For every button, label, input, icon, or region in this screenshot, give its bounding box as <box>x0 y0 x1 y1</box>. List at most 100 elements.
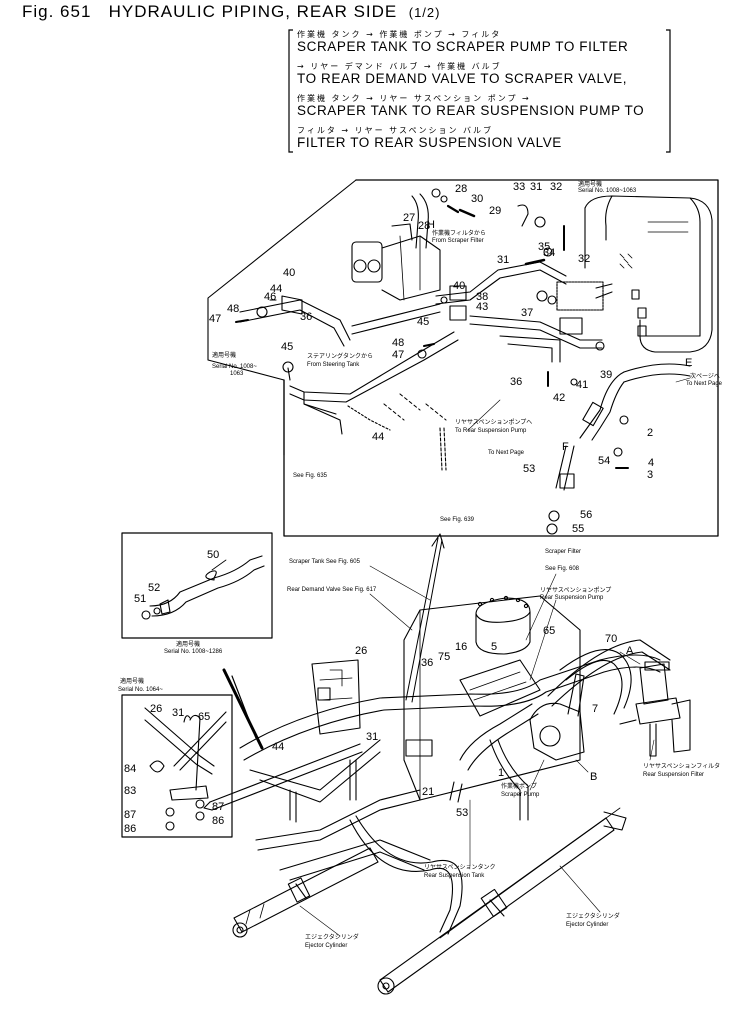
part-32a: 32 <box>550 181 562 193</box>
scraper-pump: Scraper Pump <box>501 792 540 798</box>
serial-main-jp: 適用号機 <box>578 180 602 188</box>
part-48b: 48 <box>227 303 239 315</box>
from-steering-tank: From Steering Tank <box>307 362 360 368</box>
part-31c: 31 <box>172 707 184 719</box>
see-fig-635: See Fig. 635 <box>293 473 328 479</box>
part-32b: 32 <box>578 253 590 265</box>
to-next-page-e-jp: 次ページへ <box>690 372 720 380</box>
fittings-detail <box>235 188 629 535</box>
part-3: 3 <box>647 469 653 481</box>
main-assembly <box>203 533 691 995</box>
part-21: 21 <box>422 786 434 798</box>
serial-inset2-jp: 適用号機 <box>120 677 144 685</box>
rear-susp-filter-jp: リヤサスペンションフィルタ <box>643 762 720 770</box>
part-30: 30 <box>471 193 483 205</box>
part-16: 16 <box>455 641 467 653</box>
part-44a: 44 <box>372 431 384 443</box>
ejector-cyl1: Ejector Cylinder <box>305 943 347 949</box>
part-70: 70 <box>605 633 617 645</box>
letter-b: B <box>590 771 597 783</box>
part-31b: 31 <box>497 254 509 266</box>
serial-left-2: 1063 <box>230 371 244 377</box>
part-28a: 28 <box>455 183 467 195</box>
part-44c: 44 <box>272 741 284 753</box>
part-2: 2 <box>647 427 653 439</box>
to-rear-susp-pump: To Rear Suspension Pump <box>455 428 527 434</box>
detail-panel <box>207 179 719 537</box>
part-53b: 53 <box>456 807 468 819</box>
rear-susp-pump: Rear Suspension Pump <box>540 595 604 601</box>
part-45b: 45 <box>281 341 293 353</box>
to-next-page-e: To Next Page <box>686 381 723 387</box>
rear-susp-tank-jp: リヤサスペンションタンク <box>424 863 495 871</box>
part-56: 56 <box>580 509 592 521</box>
detail-callouts: 適用号機 Serial No. 1008~1063 作業機フィルタから From… <box>212 180 723 523</box>
description-jp-2: → リヤー デマンド バルブ → 作業機 バルブ <box>297 62 502 71</box>
part-26b: 26 <box>150 703 162 715</box>
part-35: 35 <box>538 241 550 253</box>
ejector-cyl2-jp: エジェクタシリンダ <box>566 912 620 920</box>
description-brackets <box>288 29 671 153</box>
figure-fraction: (1/2) <box>408 5 441 20</box>
serial-inset1: Serial No. 1008~1286 <box>164 649 223 655</box>
part-33: 33 <box>513 181 525 193</box>
part-48a: 48 <box>392 337 404 349</box>
part-41: 41 <box>576 379 588 391</box>
pump-cluster-detail <box>351 223 441 301</box>
part-39: 39 <box>600 369 612 381</box>
part-31a: 31 <box>530 181 542 193</box>
letter-f: F <box>562 441 569 453</box>
serial-inset1-jp: 適用号機 <box>176 640 200 648</box>
part-440: 44 <box>270 283 282 295</box>
serial-main: Serial No. 1008~1063 <box>578 188 637 194</box>
figure-heading: HYDRAULIC PIPING, REAR SIDE <box>108 2 398 21</box>
part-65b: 65 <box>198 711 210 723</box>
part-26: 26 <box>355 645 367 657</box>
rear-susp-filter: Rear Suspension Filter <box>643 772 704 778</box>
to-rear-susp-pump-jp: リヤサスペンションポンプへ <box>455 418 532 426</box>
ejector-cyl2: Ejector Cylinder <box>566 922 608 928</box>
part-4: 4 <box>648 457 654 469</box>
part-28b: 28 <box>418 220 430 232</box>
detail-part-labels: 28 30 29 27 28 H 33 31 32 34 35 32 31 40… <box>209 181 692 535</box>
description-en-3: SCRAPER TANK TO REAR SUSPENSION PUMP TO <box>297 103 645 118</box>
part-38: 38 <box>476 291 488 303</box>
part-52: 52 <box>148 582 160 594</box>
part-36c: 36 <box>421 657 433 669</box>
rear-demand-valve-see: Rear Demand Valve See Fig. 617 <box>287 587 377 593</box>
from-scraper-filter: From Scraper Filter <box>432 238 484 244</box>
part-5: 5 <box>491 641 497 653</box>
scraper-tank-see: Scraper Tank See Fig. 605 <box>289 559 361 565</box>
from-scraper-filter-jp: 作業機フィルタから <box>432 229 486 237</box>
part-53a: 53 <box>523 463 535 475</box>
part-65a: 65 <box>543 625 555 637</box>
serial-left: Serial No. 1008~ <box>212 364 257 370</box>
part-87b: 87 <box>212 801 224 813</box>
part-37: 37 <box>521 307 533 319</box>
description-jp-4: フィルタ → リヤー サスペンション バルブ <box>297 126 493 135</box>
part-40b: 40 <box>283 267 295 279</box>
part-84: 84 <box>124 763 136 775</box>
serial-inset2: Serial No. 1064~ <box>118 687 163 693</box>
part-45a: 45 <box>417 316 429 328</box>
part-1: 1 <box>498 767 504 779</box>
part-40a: 40 <box>453 280 465 292</box>
inset-serial-1008-1286 <box>121 532 273 639</box>
rear-susp-tank: Rear Suspension Tank <box>424 873 485 879</box>
part-29: 29 <box>489 205 501 217</box>
part-54: 54 <box>598 455 610 467</box>
description-en-1: SCRAPER TANK TO SCRAPER PUMP TO FILTER <box>297 39 629 54</box>
inset1-labels: 50 52 51 適用号機 Serial No. 1008~1286 <box>134 549 223 655</box>
letter-h: H <box>427 219 435 231</box>
part-31d: 31 <box>366 731 378 743</box>
to-next-page-2: To Next Page <box>488 450 525 456</box>
main-part-labels: 26 44 31 36 75 16 5 65 70 A 7 B 21 53 1 <box>272 625 634 819</box>
scraper-tank-detail <box>584 195 713 353</box>
part-83: 83 <box>124 785 136 797</box>
ejector-cyl1-jp: エジェクタシリンダ <box>305 933 359 941</box>
from-steering-tank-jp: ステアリングタンクから <box>307 352 373 360</box>
scraper-pump-jp: 作業機ポンプ <box>501 782 537 790</box>
part-51: 51 <box>134 593 146 605</box>
see-fig-608: See Fig. 608 <box>545 566 580 572</box>
rear-susp-pump-jp: リヤサスペンションポンプ <box>540 586 611 594</box>
